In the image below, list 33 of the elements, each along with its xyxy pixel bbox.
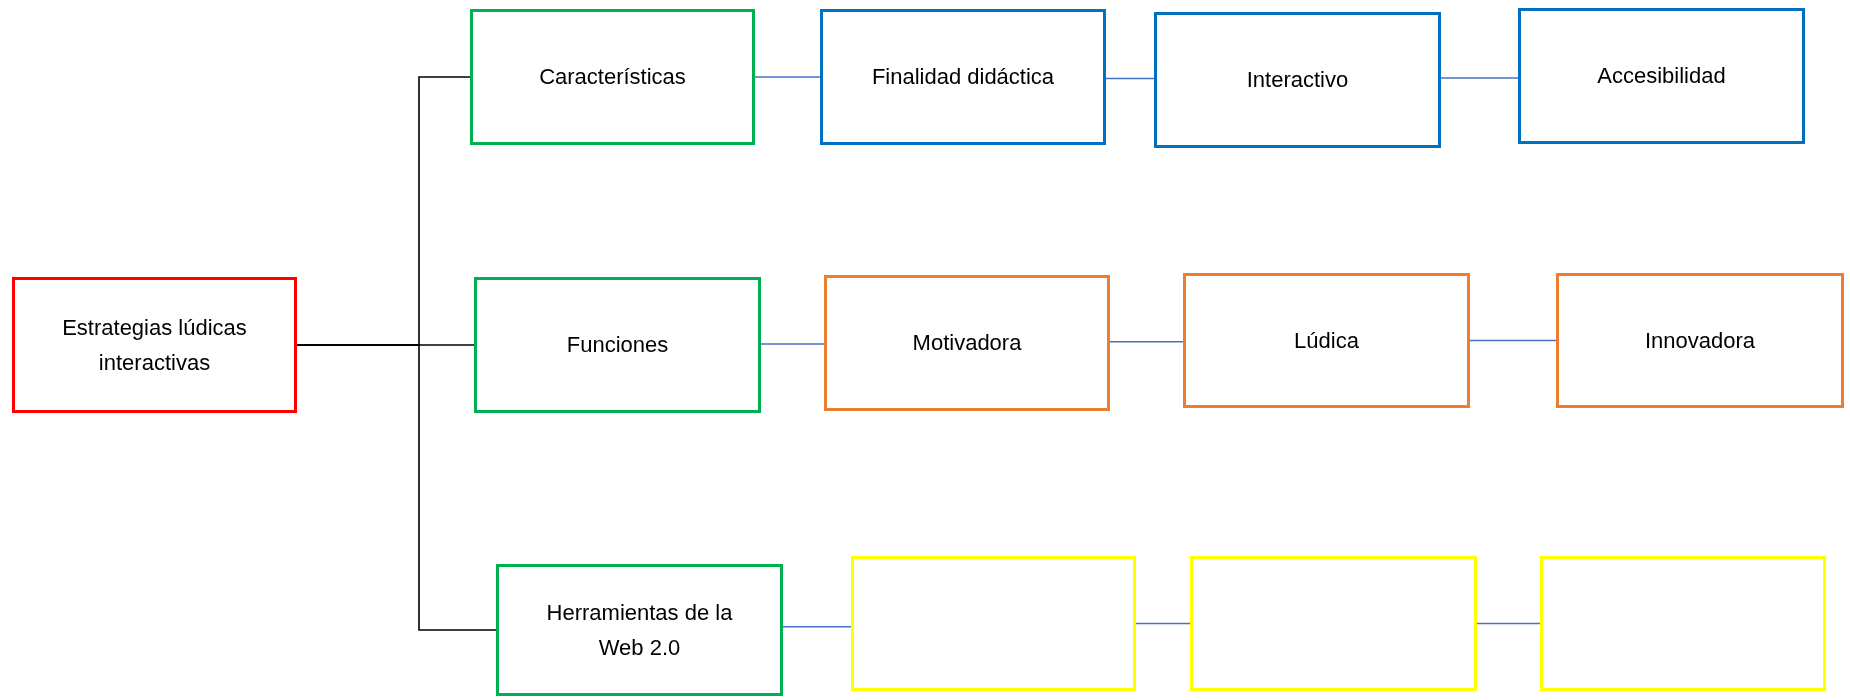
connector-line — [1109, 340, 1184, 343]
connector-line — [1135, 622, 1191, 625]
concept-box — [470, 9, 755, 145]
concept-box — [12, 277, 297, 413]
node-text: Innovadora — [1644, 326, 1756, 355]
node-text: Herramientas de la Web 2.0 — [545, 598, 734, 662]
node-text: Finalidad didáctica — [871, 63, 1055, 92]
empty-box — [1190, 556, 1477, 691]
empty-box — [1540, 556, 1826, 691]
concept-box — [820, 9, 1106, 145]
concept-box — [496, 564, 783, 696]
concept-box — [1183, 273, 1470, 408]
node-text: Motivadora — [912, 329, 1022, 358]
concept-box — [1518, 8, 1805, 144]
connector-line — [782, 625, 852, 628]
node-text: Características — [539, 63, 686, 92]
node-text: Lúdica — [1294, 326, 1359, 355]
connector-line — [760, 343, 825, 345]
node-text: Estrategias lúdicas interactivas — [61, 313, 248, 377]
concept-box — [1154, 12, 1441, 148]
connector-line — [1476, 622, 1541, 625]
node-text: Accesibilidad — [1597, 62, 1726, 91]
node-text: Interactivo — [1246, 66, 1349, 95]
connector-line — [1105, 77, 1155, 80]
connector-line — [754, 76, 821, 78]
concept-box — [474, 277, 761, 413]
concept-box — [824, 275, 1110, 411]
empty-box — [851, 556, 1136, 691]
concept-box — [1556, 273, 1844, 408]
connector-line — [1469, 339, 1557, 342]
node-text: Funciones — [566, 331, 669, 360]
connector-line — [1440, 77, 1519, 79]
connector-line — [296, 344, 497, 631]
